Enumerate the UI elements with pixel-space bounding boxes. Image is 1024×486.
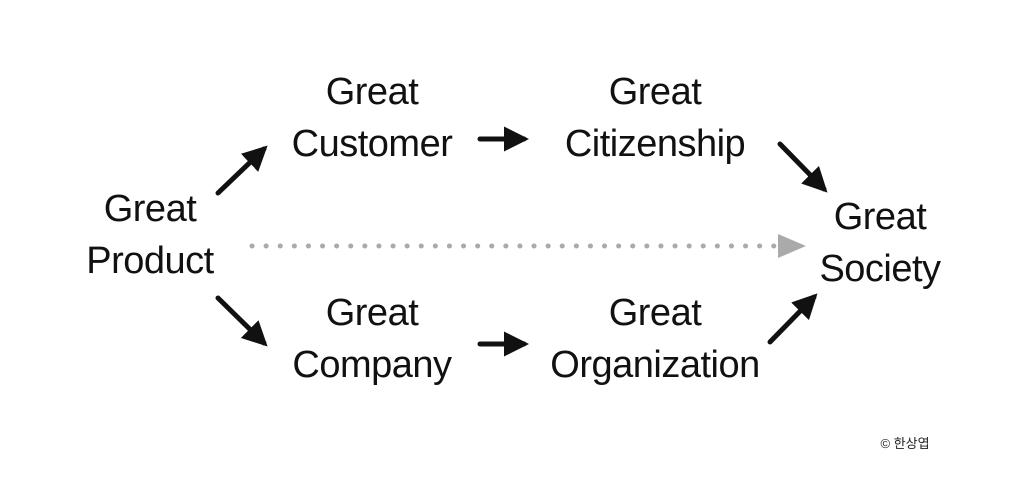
node-great-customer-line1: Great [325,71,419,113]
node-great-product: Great Product [60,183,240,287]
node-great-company-line2: Company [292,344,452,386]
node-great-citizenship: Great Citizenship [530,66,780,170]
node-great-society-line2: Society [819,248,941,290]
node-great-product-line2: Product [86,240,214,282]
arrow-organization-to-society [767,293,818,345]
node-great-customer-line2: Customer [291,123,453,165]
arrowhead-dotted [778,234,806,258]
node-great-organization: Great Organization [520,287,790,391]
node-great-company: Great Company [262,287,482,391]
node-great-organization-line2: Organization [550,344,760,386]
node-great-customer: Great Customer [262,66,482,170]
arrow-product-to-company [215,295,268,347]
node-great-citizenship-line1: Great [608,71,702,113]
node-great-product-line1: Great [103,188,197,230]
node-great-citizenship-line2: Citizenship [564,123,746,165]
copyright-notice: © 한상엽 [880,436,930,451]
node-great-organization-line1: Great [608,292,702,334]
node-great-society-line1: Great [833,196,927,238]
arrow-product-to-customer [215,145,268,196]
node-great-company-line1: Great [325,292,419,334]
arrow-citizenship-to-society [777,141,828,193]
node-great-society: Great Society [795,191,965,295]
